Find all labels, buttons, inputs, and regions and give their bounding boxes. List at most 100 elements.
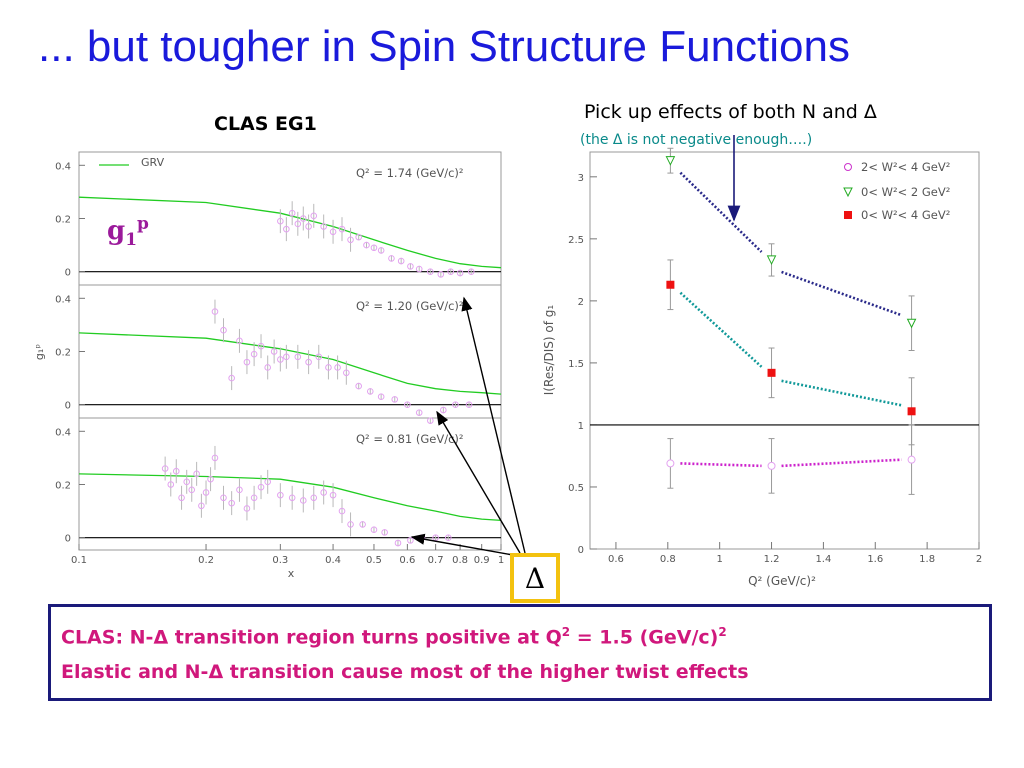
note-line-1-sup1: 2 [561,625,571,639]
arrow-middle-panel [436,410,521,554]
data-point [243,358,251,366]
dotted-trend-line [781,379,902,407]
q2-annotation: Q² = 1.20 (GeV/c)² [356,299,464,313]
data-point [228,374,235,382]
data-point [228,499,235,507]
data-point-square [666,280,675,289]
right-chart-frame [589,151,980,550]
legend-label: 0< W²< 2 GeV² [861,185,950,199]
right-subheading: (the Δ is not negative enough….) [580,132,813,148]
y-tick-label: 0.2 [55,348,71,359]
data-point [343,369,350,377]
data-point [397,257,405,265]
x-tick-label: 1 [716,554,722,565]
left-heading: CLAS EG1 [214,113,317,135]
data-point [432,534,439,542]
data-point [305,223,312,230]
data-point [359,521,366,528]
data-point [172,467,180,475]
data-point [264,364,272,371]
note-line-2: Elastic and N-Δ transition cause most of… [61,661,749,684]
arrow-bottom-panel [410,533,514,556]
data-point-square [767,368,776,377]
data-point [391,396,399,403]
data-point [320,223,327,230]
data-point [355,233,362,241]
y-axis-label: g₁ᵖ [33,344,46,360]
data-point [250,350,258,358]
legend-label: 2< W²< 4 GeV² [861,160,950,174]
slide-title: ... but tougher in Spin Structure Functi… [38,22,851,71]
y-tick-label: 2.5 [568,235,584,246]
data-point [277,491,284,499]
x-tick-label: 0.8 [452,555,468,566]
right-heading: Pick up effects of both N and Δ [584,101,877,123]
note-line-1-b: = 1.5 (GeV/c) [570,626,719,649]
data-point [277,217,284,225]
data-point [236,486,243,494]
x-tick-label: 0.4 [325,555,341,566]
data-point [366,388,374,395]
data-point [467,268,475,276]
g1p-sub: 1 [125,230,137,250]
data-point [294,353,302,361]
data-point [288,494,296,502]
data-point [427,268,434,276]
q2-annotation: Q² = 0.81 (GeV/c)² [356,432,464,446]
x-tick-label: 0.9 [474,555,490,566]
data-point [161,465,169,472]
data-point [347,521,354,528]
x-tick-label: 0.6 [399,555,415,566]
data-point [415,409,423,416]
data-point [167,481,175,488]
data-point-circle [666,459,675,468]
dotted-trend-line [680,462,762,468]
y-tick-label: 0.4 [55,161,71,172]
data-point [381,529,388,536]
x-tick-label: 0.5 [366,555,382,566]
data-point [404,401,411,409]
data-point [193,470,200,478]
y-tick-label: 0.5 [568,483,584,494]
legend-marker-circle [844,163,852,171]
y-tick-label: 1 [578,421,584,432]
legend-grv-label: GRV [141,156,165,169]
note-line-1: CLAS: N-Δ transition region turns positi… [61,615,989,655]
data-point [370,526,378,534]
y-tick-label: 0 [65,534,71,545]
data-point [220,494,227,502]
y-tick-label: 3 [578,173,584,184]
y-tick-label: 0.4 [55,294,71,305]
data-point [465,401,473,409]
data-point [264,478,272,486]
data-point [277,356,284,363]
data-point [338,225,346,233]
data-point [310,494,318,502]
data-point [388,255,395,262]
data-point [329,491,337,499]
legend-marker-square [844,211,852,219]
y-tick-label: 0 [65,268,71,279]
x-tick-label: 1.4 [815,554,831,565]
x-axis-label: x [288,567,295,580]
g1p-sup: p [137,214,149,234]
y-tick-label: 0.4 [55,427,71,438]
data-point [407,263,414,270]
dotted-trend-line [781,270,903,317]
y-tick-label: 0.2 [55,481,71,492]
data-point [334,364,341,371]
data-point [444,534,452,542]
data-point-triangle [766,255,777,266]
x-tick-label: 1 [498,555,504,566]
data-point [456,269,464,277]
data-point [294,220,302,228]
y-tick-label: 0.2 [55,215,71,226]
data-point [347,236,354,244]
data-point [363,241,370,249]
data-point-triangle [906,318,917,329]
data-point [329,228,337,236]
dotted-trend-line [679,171,763,253]
